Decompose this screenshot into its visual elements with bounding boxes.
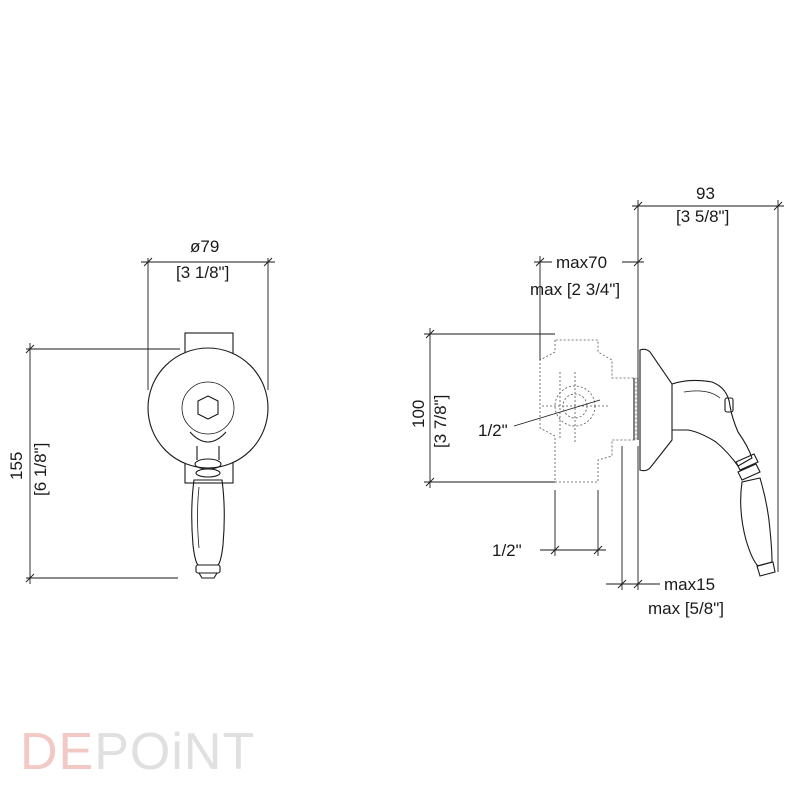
handle-screw — [724, 397, 734, 413]
tick — [425, 329, 435, 339]
tick — [25, 573, 35, 583]
tick — [535, 257, 545, 267]
front-handle — [191, 479, 225, 566]
side-collar-1 — [735, 453, 759, 471]
front-hub — [181, 381, 235, 435]
tick — [25, 344, 35, 354]
body-height-label: 100 — [409, 400, 428, 428]
depth-label: 93 — [696, 184, 715, 203]
tick — [633, 579, 643, 589]
diameter-label: ø79 — [190, 237, 219, 256]
side-handle — [740, 477, 773, 567]
tick — [617, 579, 627, 589]
tick — [593, 545, 603, 555]
max70-inch-label: max [2 3/4"] — [530, 280, 620, 299]
rosette-profile — [639, 348, 673, 472]
logo-part-point: POiNT — [94, 723, 256, 781]
max15-inch-label: max [5/8"] — [648, 599, 724, 618]
height-inch-label: [6 1/8"] — [31, 443, 50, 496]
front-rosette — [147, 347, 269, 469]
side-collar-2 — [737, 463, 761, 481]
tick — [633, 257, 643, 267]
body-height-inch-label: [3 7/8"] — [431, 395, 450, 448]
handle-arm-detail — [683, 390, 721, 399]
port-leader-line — [513, 399, 601, 427]
front-handle-highlight — [197, 486, 200, 549]
front-view: ø79 [3 1/8"] 155 [6 1/8"] — [7, 237, 275, 584]
tick — [633, 201, 643, 211]
label-bg — [552, 250, 622, 270]
front-stem-joint — [189, 431, 227, 443]
tick — [143, 257, 153, 267]
tick — [550, 545, 560, 555]
diameter-inch-label: [3 1/8"] — [176, 263, 229, 282]
bottom-port-label: 1/2" — [492, 541, 522, 560]
front-handle-tip — [198, 572, 218, 579]
max70-label: max70 — [556, 253, 607, 272]
side-port-label: 1/2" — [478, 421, 508, 440]
front-handle-cap — [195, 564, 221, 574]
hex-nut-icon — [197, 395, 219, 420]
front-collar-2 — [195, 468, 221, 478]
height-label: 155 — [7, 452, 26, 480]
handle-arm — [671, 379, 753, 467]
tick — [425, 477, 435, 487]
depth-inch-label: [3 5/8"] — [676, 207, 729, 226]
side-view: 93 [3 5/8"] max70 max [2 3/4"] 100 [3 7/… — [409, 184, 784, 618]
side-handle-cap — [756, 561, 776, 577]
tick — [263, 257, 273, 267]
front-stem — [196, 446, 220, 460]
logo-part-de: DE — [20, 723, 95, 781]
tick — [773, 201, 783, 211]
valve-body-outline — [539, 339, 637, 483]
max15-label: max15 — [664, 575, 715, 594]
brand-logo: DEPOiNT — [20, 716, 255, 788]
